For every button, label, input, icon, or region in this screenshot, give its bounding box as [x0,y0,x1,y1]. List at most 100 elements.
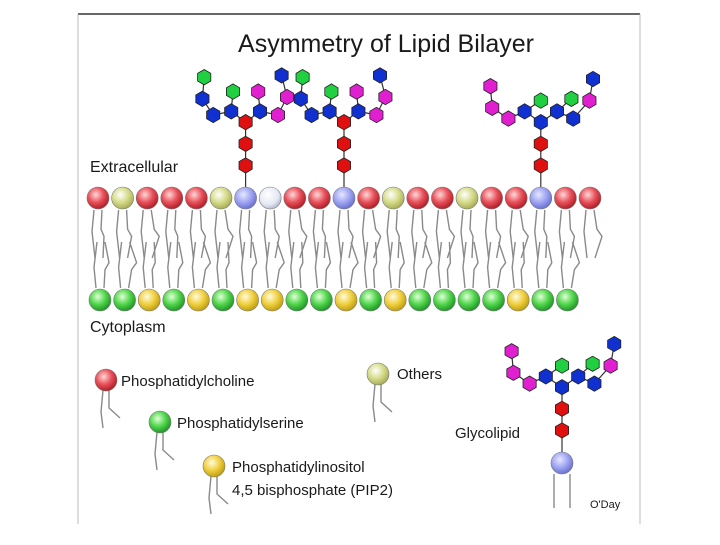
glycolipid-sugar-chains [195,67,600,187]
lipid-tail [437,241,443,289]
lipid-tail [337,209,342,259]
lipid-tail [273,209,280,259]
lipid-tail [151,241,156,289]
lipid-tail [100,209,105,259]
sugar-residue-blue [586,70,600,88]
sugar-residue-blue [372,67,388,84]
lipid-tail [265,241,270,289]
lipid-tail [150,209,160,259]
sugar-residue-blue [517,103,532,120]
sugar-residue-blue [607,335,622,353]
lipid-tail [199,209,207,259]
legend-others-symbol [366,362,393,423]
lipid-tail [298,209,308,259]
phosphatidylserine-head [408,288,432,312]
sugar-residue-red [238,135,253,152]
lipid-tail [386,209,391,259]
lipid-tail [100,389,104,429]
sugar-residue-magenta [378,88,393,106]
sugar-residue-blue [274,67,289,84]
sugar-residue-blue [571,368,586,385]
sugar-residue-magenta [251,83,266,100]
sugar-residue-green [564,90,579,107]
lipid-tails [91,209,603,289]
lipid-tail [413,241,418,289]
lipid-tail [174,209,179,259]
phosphatidylcholine-head [480,186,503,210]
lipid-tail [558,209,564,259]
lipid-tail [238,209,244,259]
lipid-tail [288,209,293,259]
lipid-tail [361,209,367,259]
legend-phosphatidylcholine-symbol [94,368,121,429]
lipid-tail [225,241,230,289]
sugar-residue-magenta [349,83,364,100]
lipid-tail [519,209,529,259]
sugar-residue-red [533,157,548,174]
lipid-tail [380,384,393,413]
sugar-residue-green [324,83,339,100]
lipid-tail [371,209,382,259]
lipid-tail [363,241,369,289]
lipid-tail [91,209,96,259]
other-lipid-head [366,362,390,386]
lipid-tail [469,209,474,259]
glycolipid-head [332,186,356,210]
legend-phosphatidylserine-symbol [148,410,175,471]
sugar-residue-red [336,157,352,174]
sugar-residue-magenta [582,92,597,109]
cytoplasm-label: Cytoplasm [90,319,166,336]
phosphatidylserine-head [433,288,456,312]
phosphatidylserine-head [285,288,309,312]
legend-glycolipid-symbol [504,335,622,508]
sugar-residue-blue [555,379,569,396]
phosphatidylserine-head [482,288,505,312]
lipid-tail [142,241,147,289]
lipid-tail [445,209,456,259]
phosphatidylserine-head [113,288,136,312]
sugar-residue-red [336,135,352,152]
sugar-residue-magenta [270,106,286,124]
sugar-residue-magenta [603,357,618,374]
glycolipid-head [234,186,257,210]
pip2-head [137,288,161,312]
diagram-title: Asymmetry of Lipid Bilayer [238,30,534,58]
lipid-tail [395,209,400,259]
legend-glycolipid-head [550,451,574,475]
sugar-residue-red [336,114,352,131]
sugar-residue-blue [566,110,581,127]
sugar-residue-blue [538,368,553,385]
lipid-tail [423,241,433,289]
other-lipid-head [381,186,405,210]
sugar-residue-blue [587,375,602,392]
phosphatidylcholine-head [185,186,208,210]
lipid-tail [115,209,121,259]
phosphatidylcholine-head [86,186,110,210]
sugar-residue-blue [550,103,564,120]
phosphatidylserine-head [162,288,186,312]
legend-pip2-label-line2: 4,5 bisphosphate (PIP2) [232,482,393,499]
phosphatidylserine-head [531,288,555,312]
lipid-tail [162,432,175,461]
phosphatidylcholine-head [283,186,307,210]
lipid-tail [534,209,539,259]
sugar-residue-blue [351,103,366,120]
phosphatidylcholine-head [406,186,430,210]
lipid-tail [312,209,318,259]
other-lipid-head [111,186,134,210]
lipid-tail [347,209,354,259]
phosphatidylcholine-head [578,186,602,210]
lipid-tail [321,209,327,259]
lipid-tail [339,241,344,289]
sugar-residue-magenta [485,99,500,116]
sugar-residue-blue [224,103,239,120]
lipid-tail [177,241,184,289]
phosphatidylserine-head [88,288,112,312]
sugar-residue-blue [206,106,221,124]
lipid-tail [460,209,465,259]
sugar-residue-blue [195,90,210,107]
sugar-residue-green [225,83,241,100]
lipid-tail [536,241,541,289]
phosphatidylcholine-head [554,186,577,210]
lipid-tail [214,209,219,259]
